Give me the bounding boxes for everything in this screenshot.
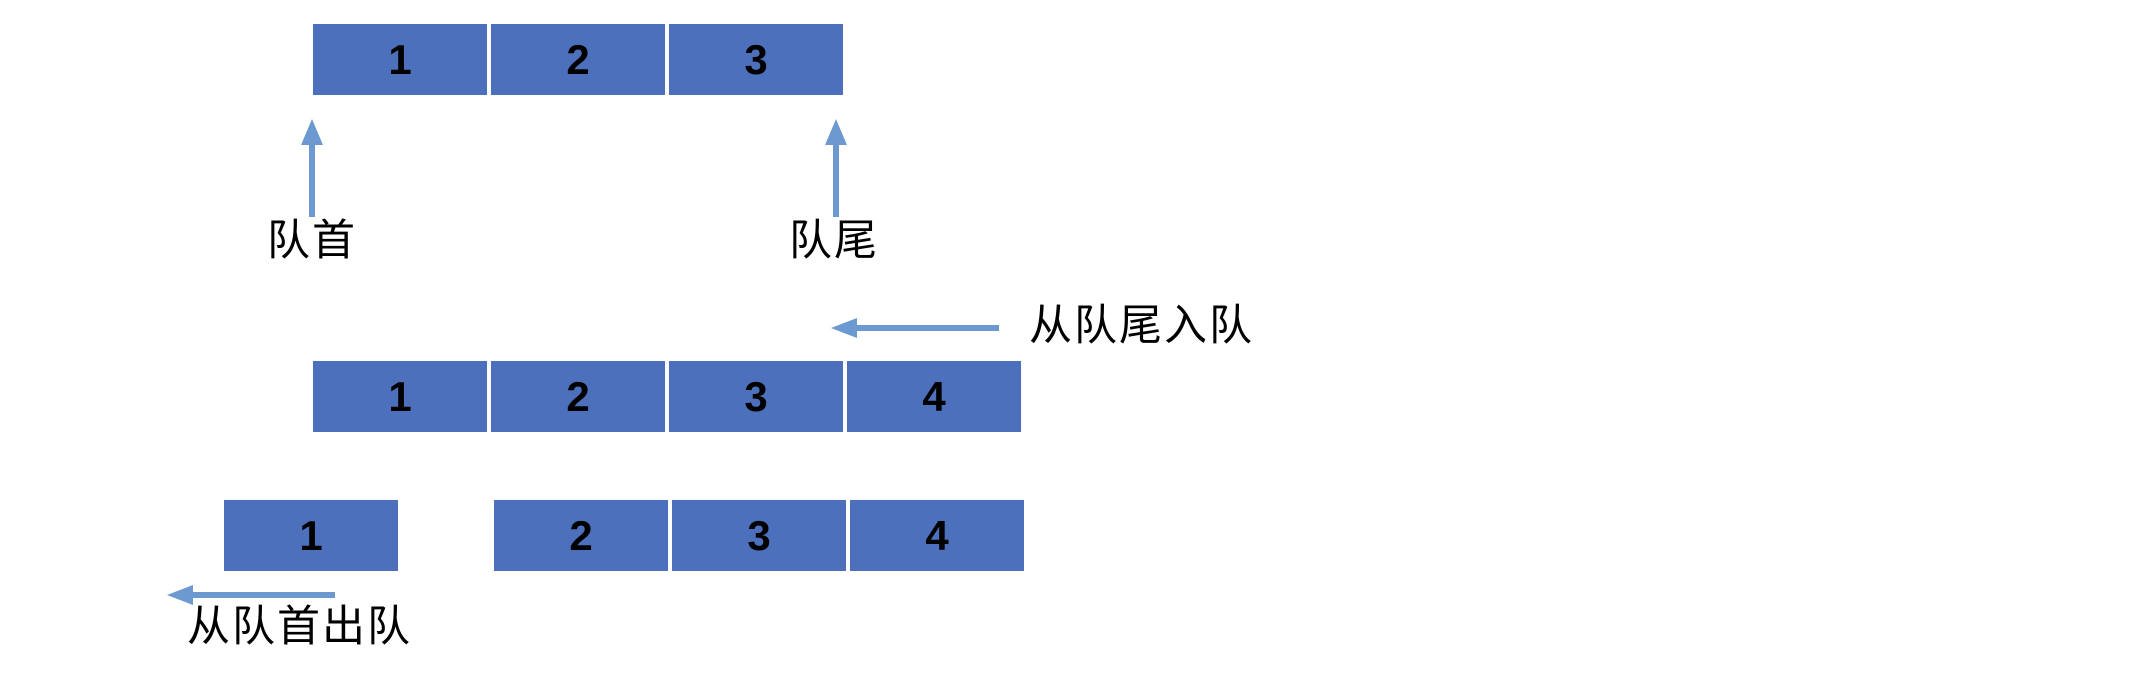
queue-cell: 3: [672, 500, 846, 571]
queue-cell: 1: [313, 361, 487, 432]
queue-cell: 2: [491, 24, 665, 95]
enqueue-left-arrow-icon: [831, 318, 999, 338]
remaining-queue-row: 2 3 4: [494, 500, 1024, 571]
rear-pointer-up-arrow-icon: [825, 119, 847, 217]
dequeue-left-arrow-icon: [167, 585, 335, 605]
front-pointer-up-arrow-icon: [301, 119, 323, 217]
queue-cell: 3: [669, 361, 843, 432]
queue-cell: 4: [850, 500, 1024, 571]
queue-cell: 1: [224, 500, 398, 571]
initial-queue-row: 1 2 3: [313, 24, 843, 95]
queue-cell: 2: [494, 500, 668, 571]
enqueued-queue-row: 1 2 3 4: [313, 361, 1021, 432]
queue-cell: 3: [669, 24, 843, 95]
dequeued-cell-row: 1: [224, 500, 398, 571]
queue-cell: 1: [313, 24, 487, 95]
front-label: 队首: [267, 217, 357, 265]
enqueue-label: 从队尾入队: [1029, 302, 1254, 350]
dequeue-label: 从队首出队: [187, 603, 412, 651]
queue-cell: 2: [491, 361, 665, 432]
rear-label: 队尾: [789, 217, 879, 265]
queue-cell: 4: [847, 361, 1021, 432]
